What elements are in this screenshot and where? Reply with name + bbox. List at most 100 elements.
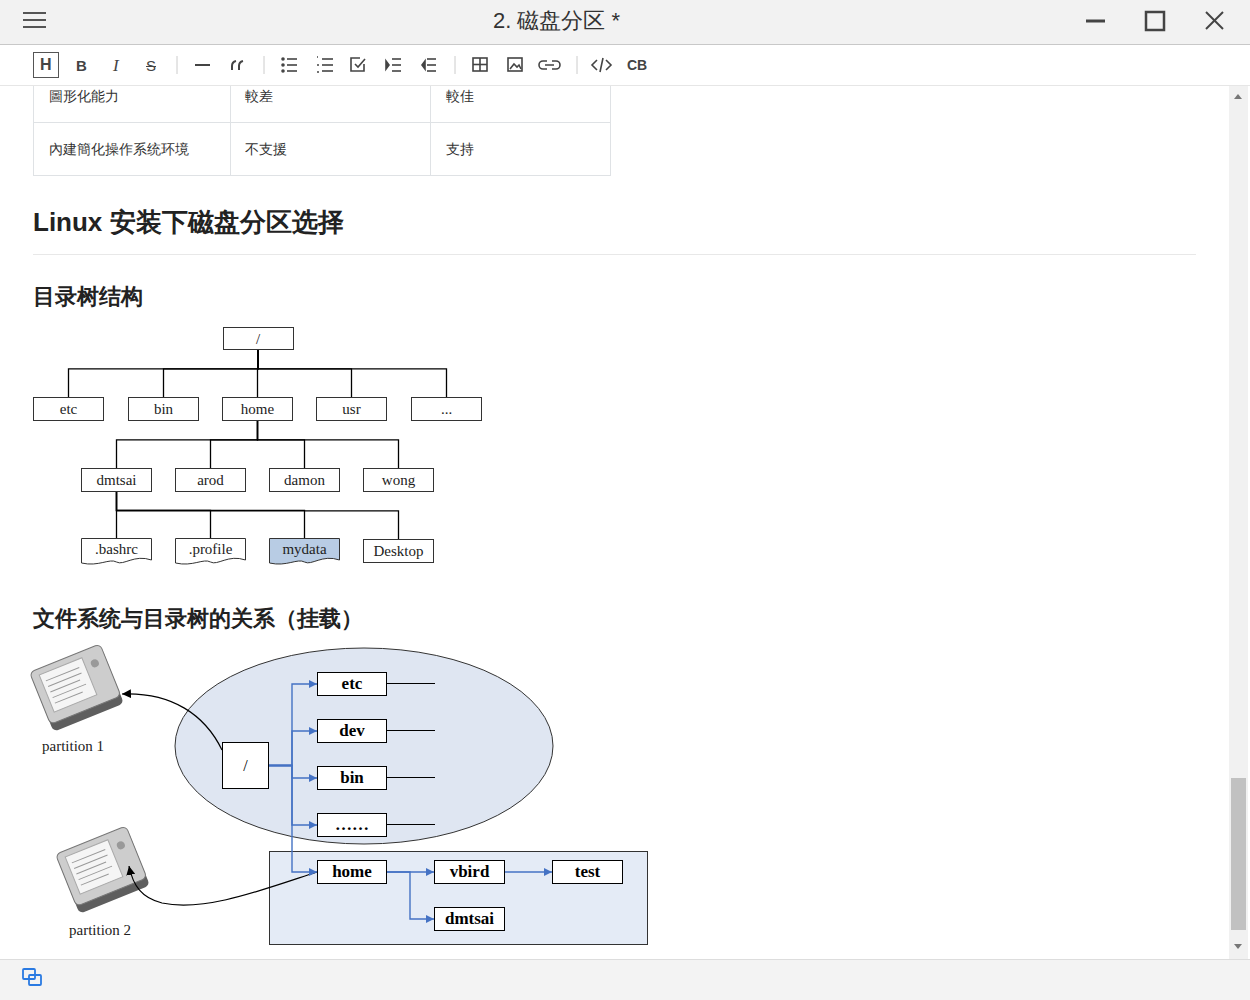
close-button (1206, 12, 1223, 29)
node-text: vbird (450, 862, 490, 882)
tree-branch (164, 350, 259, 397)
mount-arrow-connector (505, 871, 552, 872)
hard-disk-picture (56, 826, 150, 914)
directory-box: dmtsai (434, 907, 505, 931)
toolbar-bold-button: B (76, 56, 87, 75)
toolbar-border (0, 85, 1250, 86)
node-text: .profile (189, 540, 233, 558)
outline-toggle-icon (23, 969, 41, 985)
toolbar (0, 45, 1250, 85)
directory-node: ... (411, 397, 482, 421)
table-cell: 較佳 (446, 87, 474, 105)
node-text: home (241, 400, 274, 418)
tree-branch (117, 492, 305, 538)
node-text: home (332, 862, 372, 882)
root-partition-region (175, 648, 553, 844)
status-bar (0, 960, 1250, 1000)
table-cell: 圖形化能力 (49, 87, 119, 105)
node-text: .bashrc (95, 540, 138, 558)
node-text: ... (441, 400, 452, 418)
file-outline-path (82, 539, 152, 565)
tree-branch (258, 421, 399, 468)
node-text: bin (340, 768, 364, 788)
directory-box: test (552, 860, 623, 884)
scroll-up-arrow (1234, 94, 1242, 99)
file-shape: mydata (269, 538, 340, 566)
directory-node: Desktop (363, 539, 434, 563)
node-text: / (243, 756, 247, 775)
tree-branch (258, 421, 305, 468)
directory-node: arod (175, 468, 246, 492)
tree-branch (117, 421, 258, 468)
directory-node: damon (269, 468, 340, 492)
directory-box: / (222, 742, 269, 789)
node-text: dmtsai (445, 909, 494, 929)
mount-arrow-connector (387, 872, 434, 919)
node-text: test (575, 862, 600, 882)
tree-branch (117, 492, 399, 539)
directory-box: …… (317, 813, 387, 837)
node-text: dev (339, 721, 365, 741)
directory-node: bin (128, 397, 199, 421)
table-grid (33, 86, 611, 176)
directory-node: wong (363, 468, 434, 492)
directory-stub-lines (387, 684, 435, 825)
toolbar-codeblock-button: CB (627, 56, 647, 74)
tree-branch (258, 350, 352, 397)
scrollbar-thumb (1231, 778, 1246, 930)
table-cell: 較差 (245, 87, 273, 105)
node-text: dmtsai (97, 471, 137, 489)
subsection-heading: 目录树结构 (33, 283, 143, 311)
partition-label: partition 2 (69, 921, 131, 940)
directory-box: etc (317, 672, 387, 696)
tree-branch (211, 421, 258, 468)
tree-branch (69, 350, 259, 397)
mount-arrow (122, 694, 222, 750)
title-bar-border (0, 44, 1250, 45)
directory-box: dev (317, 719, 387, 743)
directory-node: / (223, 327, 294, 350)
node-text: mydata (282, 540, 326, 558)
directory-box: bin (317, 766, 387, 790)
mount-arrow-connector (269, 731, 317, 766)
scrollbar-track (1229, 86, 1248, 959)
mount-arrow-connector (269, 684, 317, 766)
file-outline-path (176, 539, 246, 565)
toolbar-icons (195, 57, 611, 72)
scroll-down-arrow (1234, 944, 1242, 949)
maximize-button (1146, 12, 1164, 30)
node-text: Desktop (374, 542, 424, 560)
directory-node: home (222, 397, 293, 421)
toolbar-separators (177, 56, 577, 74)
node-text: usr (342, 400, 360, 418)
tree-branch (258, 350, 447, 397)
home-partition-region (270, 852, 648, 945)
title-bar (0, 0, 1250, 44)
file-shape: .profile (175, 538, 246, 566)
menu-icon (23, 13, 46, 27)
partition-label: partition 1 (42, 737, 104, 756)
toolbar-italic-button: I (113, 55, 119, 76)
hard-disk-picture (30, 644, 124, 732)
active-button-frame (34, 53, 59, 78)
node-text: damon (284, 471, 325, 489)
node-text: …… (335, 815, 369, 835)
mount-arrow (129, 866, 317, 905)
table-cell: 不支援 (245, 140, 287, 158)
heading-underline (33, 254, 1196, 255)
directory-box: vbird (434, 860, 505, 884)
file-outline-path (270, 539, 340, 565)
mount-arrow-connector (269, 766, 317, 873)
file-shape: .bashrc (81, 538, 152, 566)
mount-arrow-connector (269, 766, 317, 826)
node-text: wong (382, 471, 415, 489)
node-text: etc (342, 674, 363, 694)
window-title: 2. 磁盘分区 * (493, 7, 620, 35)
mount-arrow-connector (269, 766, 317, 779)
node-text: bin (154, 400, 173, 418)
tree-branch (117, 492, 211, 538)
node-text: etc (60, 400, 77, 418)
minimize-button (1086, 20, 1105, 23)
